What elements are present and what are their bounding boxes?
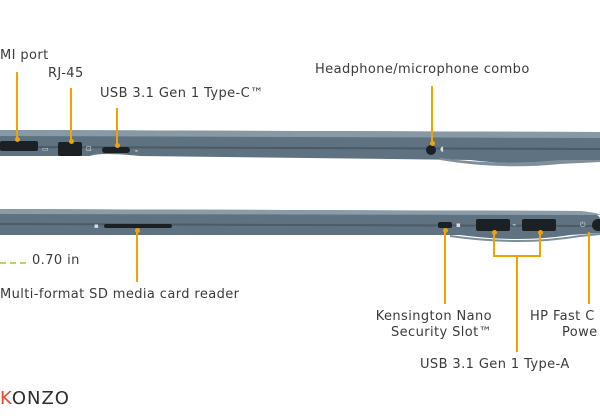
- usb-a-leader-right: [539, 232, 541, 256]
- rj45-leader-dot: [68, 139, 74, 144]
- usb-a-port-1: [476, 219, 510, 231]
- hdmi-icon: ▭: [42, 145, 49, 153]
- power-port: [592, 219, 600, 231]
- ethernet-icon: ⊡: [86, 145, 92, 153]
- kensington-label-line1: Kensington Nano: [375, 309, 492, 324]
- rj45-leader: [70, 88, 72, 142]
- usb-c-label: USB 3.1 Gen 1 Type-C™: [100, 86, 264, 101]
- hdmi-leader: [16, 72, 18, 140]
- usb-a-port-2: [522, 219, 556, 231]
- headphone-leader-dot: [429, 141, 435, 146]
- logo-text: ONZO: [11, 388, 70, 409]
- usb-c-port: [102, 147, 130, 153]
- laptop-bottom-side-view: [0, 209, 600, 242]
- usb-icon: ⌁: [512, 221, 517, 229]
- sd-card-slot: [104, 224, 172, 228]
- usb-icon: ⌁: [134, 147, 139, 155]
- hp-fast-charge-label-line1: HP Fast C: [530, 309, 595, 324]
- hdmi-port: [0, 141, 38, 151]
- usb-a-leader-stem: [516, 256, 518, 352]
- kensington-leader: [444, 230, 446, 304]
- hp-fast-charge-label-line2: Powe: [562, 325, 598, 340]
- lock-icon: ▪: [456, 221, 461, 229]
- usb-c-leader: [116, 108, 118, 146]
- headphone-leader: [431, 86, 433, 144]
- headphone-jack: [426, 145, 436, 155]
- rj45-port: [58, 142, 82, 156]
- brand-logo: KONZO: [0, 388, 70, 409]
- hdmi-label: MI port: [0, 48, 49, 63]
- power-icon: ⏻: [580, 221, 586, 229]
- headphone-label: Headphone/microphone combo: [315, 62, 530, 77]
- kensington-slot: [438, 222, 452, 228]
- usb-a-label: USB 3.1 Gen 1 Type-A: [420, 357, 570, 372]
- usb-a-leader-left: [493, 232, 495, 256]
- headphone-icon: ◖: [440, 145, 444, 153]
- kensington-label-line2: Security Slot™: [390, 325, 492, 340]
- sd-card-icon: ▪: [94, 222, 99, 230]
- laptop-top-side-view: [0, 130, 600, 167]
- hdmi-leader-dot: [14, 137, 20, 142]
- usb-c-leader-dot: [114, 143, 120, 148]
- sd-leader: [136, 230, 138, 282]
- rj45-label: RJ-45: [48, 66, 84, 81]
- sd-reader-label: Multi-format SD media card reader: [0, 287, 240, 302]
- logo-prefix: K: [0, 388, 12, 409]
- power-leader: [588, 232, 590, 304]
- dimension-line: [0, 262, 26, 264]
- dimension-label: 0.70 in: [32, 253, 80, 268]
